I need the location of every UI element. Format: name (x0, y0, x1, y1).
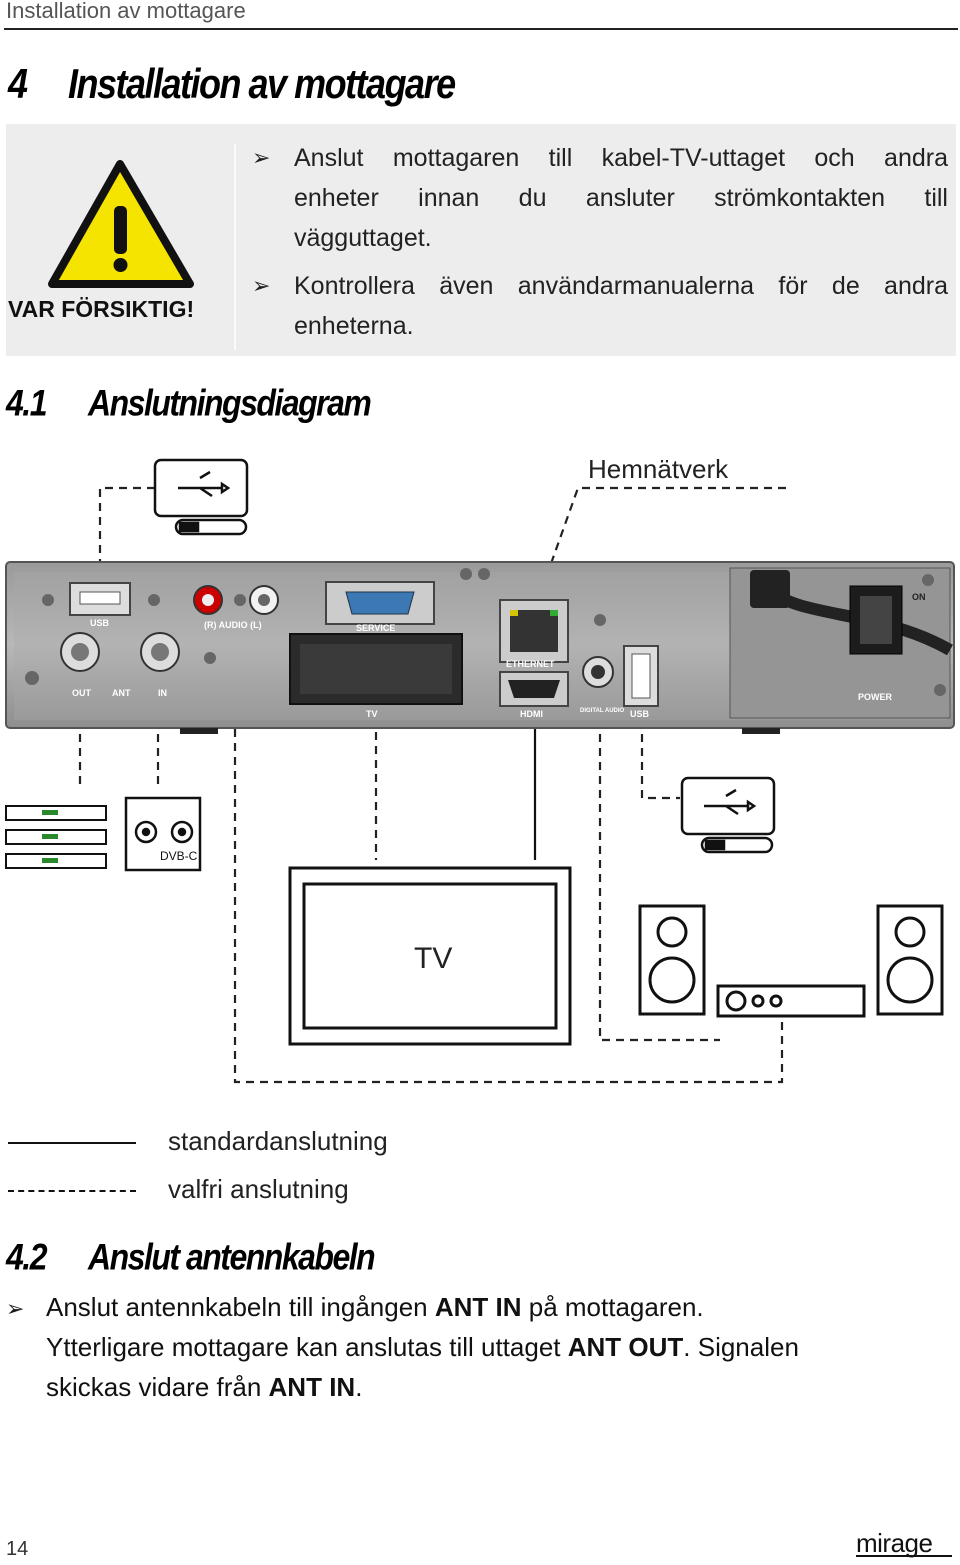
page-number: 14 (6, 1538, 29, 1560)
bullet-line: enheter innan du ansluter strömkontakten… (294, 184, 948, 212)
panel-label-usb: USB (90, 618, 110, 628)
body-text-bold: ANT IN (434, 1292, 522, 1322)
legend-solid-label: standardanslutning (168, 1126, 388, 1156)
running-header: Installation av mottagare (6, 0, 246, 23)
body-text: på mottagaren. (521, 1292, 704, 1322)
bullet-line: Anslut mottagaren till kabel-TV-uttaget … (294, 144, 948, 172)
bullet-arrow-icon: ➢ (6, 1296, 25, 1321)
warning-bullet-2: ➢ Kontrollera även användarmanualerna fö… (252, 266, 952, 346)
tv-label: TV (414, 942, 452, 975)
bullet-line: enheterna. (294, 312, 414, 340)
home-network-label: Hemnätverk (588, 454, 729, 484)
legend-solid-line (8, 1142, 136, 1144)
connection-diagram: Hemnätverk (5, 454, 955, 1084)
panel-label-tv: TV (366, 709, 378, 719)
dvb-c-label: DVB-C (160, 849, 198, 863)
speaker-icon (876, 904, 944, 1016)
body-line-3: skickas vidare från ANT IN. (46, 1372, 362, 1403)
warning-bullet-1: ➢ Anslut mottagaren till kabel-TV-uttage… (252, 138, 952, 258)
warning-icon (12, 154, 222, 354)
section-4-1-number: 4.1 (6, 382, 47, 424)
additional-receivers-icon (5, 805, 107, 869)
panel-label-audio: (R) AUDIO (L) (204, 620, 262, 630)
legend-dashed-label: valfri anslutning (168, 1174, 349, 1204)
panel-label-out: OUT (72, 688, 92, 698)
bullet-line: Kontrollera även användarmanualerna för … (294, 272, 948, 300)
header-rule (4, 28, 958, 30)
body-text: Anslut antennkabeln till ingången (46, 1292, 435, 1322)
body-text: . Signalen (683, 1332, 799, 1362)
body-line-2: Ytterligare mottagare kan anslutas till … (46, 1332, 799, 1363)
panel-label-ethernet: ETHERNET (506, 659, 555, 669)
panel-label-in: IN (158, 688, 167, 698)
receiver-back-panel: USB (R) AUDIO (L) SERVICE ETHERNET HDMI … (5, 561, 955, 734)
body-line-1: Anslut antennkabeln till ingången ANT IN… (46, 1292, 704, 1323)
usb-stick-icon (153, 458, 249, 536)
bullet-arrow-icon: ➢ (252, 145, 271, 170)
panel-label-power: POWER (858, 692, 893, 702)
warning-label: VAR FÖRSIKTIG! (8, 296, 195, 322)
body-text: skickas vidare från (46, 1372, 269, 1402)
speaker-icon (638, 904, 706, 1016)
section-4-2-title: Anslut antennkabeln (88, 1236, 376, 1278)
body-text-bold: ANT IN (268, 1372, 356, 1402)
section-4-1-title: Anslutningsdiagram (88, 382, 372, 424)
tv-icon (288, 866, 572, 1046)
panel-label-digital-audio: DIGITAL AUDIO (580, 708, 625, 714)
body-text-bold: ANT OUT (567, 1332, 684, 1362)
amplifier-icon (716, 984, 866, 1018)
legend-dashed-line (8, 1190, 136, 1192)
warning-box (6, 124, 956, 356)
bullet-arrow-icon: ➢ (252, 273, 271, 298)
panel-label-on: ON (912, 592, 926, 602)
panel-label-hdmi: HDMI (520, 709, 543, 719)
bullet-line: vägguttaget. (294, 224, 432, 252)
section-4-2-number: 4.2 (6, 1236, 47, 1278)
warning-divider (234, 144, 236, 350)
body-text: . (355, 1372, 363, 1402)
usb-stick-icon (680, 776, 776, 854)
panel-label-usb-2: USB (630, 709, 650, 719)
svg-text:mirage: mirage (856, 1528, 933, 1558)
section-4-title: Installation av mottagare (68, 60, 456, 108)
body-text: Ytterligare mottagare kan anslutas till … (46, 1332, 568, 1362)
mirage-logo: mirage (856, 1528, 956, 1565)
panel-label-ant: ANT (112, 688, 131, 698)
section-4-number: 4 (8, 60, 28, 108)
panel-label-service: SERVICE (356, 623, 395, 633)
dvb-c-outlet-icon (124, 796, 202, 872)
